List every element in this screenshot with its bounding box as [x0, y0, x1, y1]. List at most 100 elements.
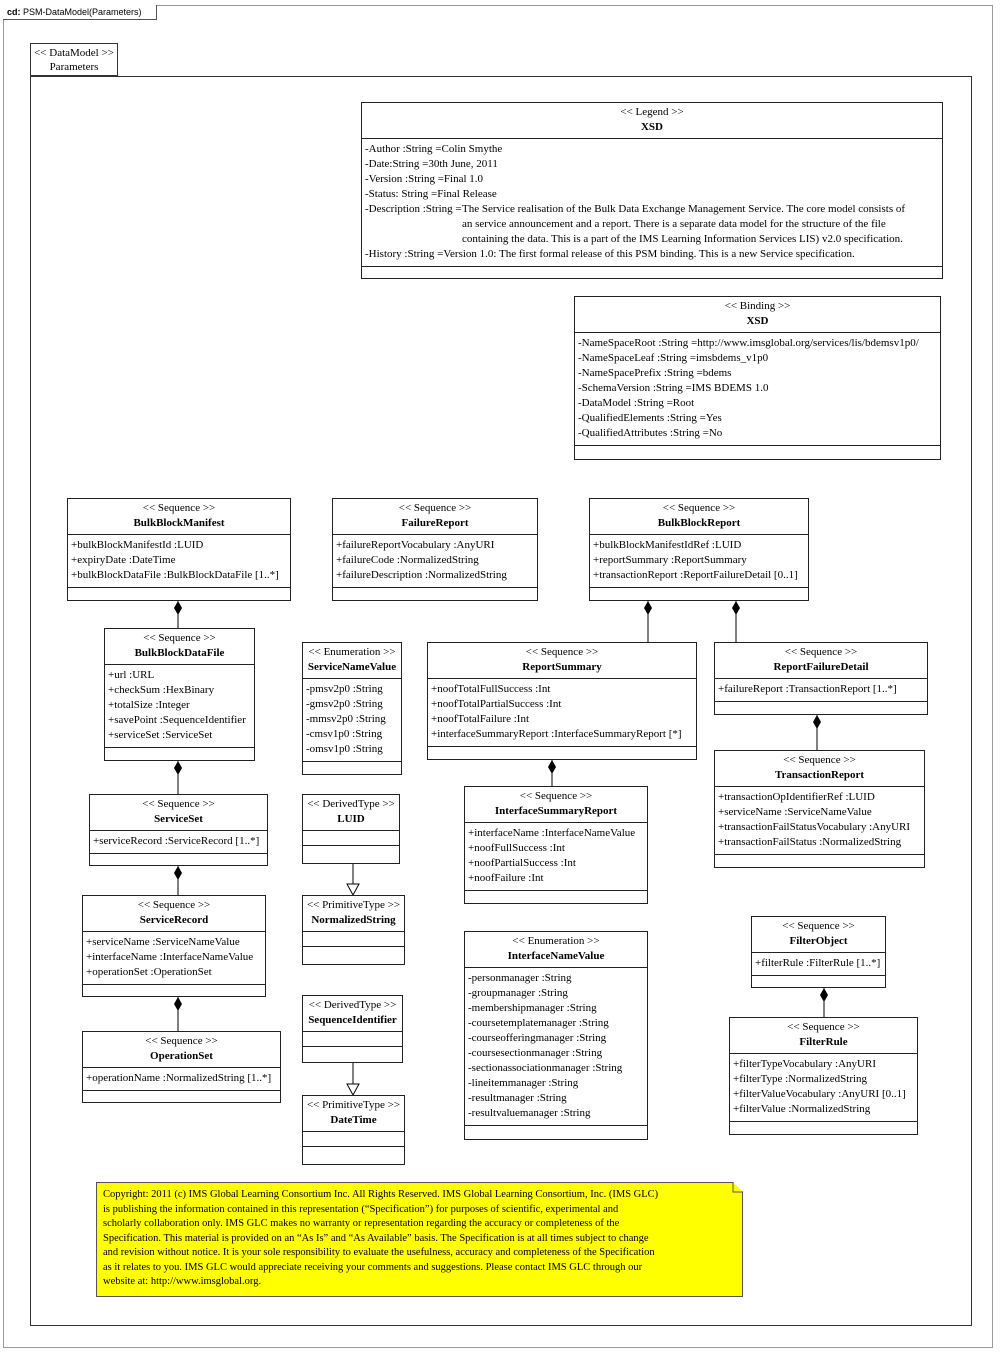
class-attributes: +url :URL+checkSum :HexBinary+totalSize … — [105, 665, 254, 748]
class-name: ReportSummary — [522, 661, 602, 673]
class-name: NormalizedString — [311, 914, 396, 926]
class-attribute: -omsv1p0 :String — [306, 743, 383, 755]
class-stereotype: << Sequence >> — [143, 632, 216, 644]
class-stereotype: << Sequence >> — [662, 502, 736, 514]
copyright-line: as it relates to you. IMS GLC would appr… — [103, 1261, 643, 1273]
class-attribute: +transactionFailStatus :NormalizedString — [718, 836, 902, 848]
class-attribute: -cmsv1p0 :String — [306, 728, 383, 740]
legend-history: -History :String =Version 1.0: The first… — [365, 248, 855, 260]
legend-description-line: The Service realisation of the Bulk Data… — [462, 203, 906, 215]
class-name: SequenceIdentifier — [308, 1014, 397, 1026]
class-attribute: +noofFullSuccess :Int — [468, 842, 565, 854]
package-stereotype: << DataModel >> — [34, 47, 114, 59]
class-date-time: << PrimitiveType >> DateTime — [302, 1095, 405, 1165]
class-attribute: +filterRule :FilterRule [1..*] — [755, 957, 881, 969]
class-stereotype: << Sequence >> — [398, 502, 472, 514]
class-header: << Sequence >>OperationSet — [83, 1032, 280, 1068]
copyright-line: Specification. This material is provided… — [103, 1232, 649, 1244]
class-header: << Sequence >>BulkBlockManifest — [68, 499, 290, 535]
class-header: << Sequence >>ServiceSet — [90, 795, 267, 831]
class-attribute: +noofPartialSuccess :Int — [468, 857, 576, 869]
composition-diamond — [174, 601, 182, 615]
class-attribute: +transactionOpIdentifierRef :LUID — [718, 791, 875, 803]
class-name: ServiceRecord — [139, 914, 209, 926]
binding-box: << Binding >> XSD -NameSpaceRoot :String… — [574, 296, 941, 460]
composition-diamond — [813, 715, 821, 729]
legend-description-line: an service announcement and a report. Th… — [462, 218, 886, 230]
class-attribute: +reportSummary :ReportSummary — [593, 554, 747, 566]
class-attribute: -pmsv2p0 :String — [306, 683, 383, 695]
class-stereotype: << PrimitiveType >> — [306, 1099, 401, 1111]
binding-attr: -NameSpaceRoot :String =http://www.imsgl… — [578, 337, 919, 349]
legend-header: << Legend >> XSD — [362, 103, 942, 139]
class-attributes: +serviceName :ServiceNameValue+interface… — [83, 932, 265, 985]
class-attribute: -coursesectionmanager :String — [468, 1047, 603, 1059]
class-attribute: -courseofferingmanager :String — [468, 1032, 607, 1044]
copyright-line: is publishing the information contained … — [103, 1203, 619, 1215]
class-header: << Enumeration >>ServiceNameValue — [303, 643, 401, 679]
binding-attr: -QualifiedAttributes :String =No — [578, 427, 723, 439]
class-name: ReportFailureDetail — [773, 661, 869, 673]
class-service-name-value: << Enumeration >>ServiceNameValue-pmsv2p… — [302, 642, 402, 775]
class-attribute: +filterValueVocabulary :AnyURI [0..1] — [733, 1088, 906, 1100]
class-attribute: +failureReport :TransactionReport [1..*] — [718, 683, 897, 695]
class-attributes-empty — [303, 932, 404, 947]
legend-attr: -Status: String =Final Release — [365, 188, 497, 200]
class-attribute: +operationSet :OperationSet — [86, 966, 212, 978]
class-filter-rule: << Sequence >> FilterRule +filterTypeVocab… — [729, 1017, 918, 1135]
binding-attr: -SchemaVersion :String =IMS BDEMS 1.0 — [578, 382, 769, 394]
class-stereotype: << Sequence >> — [787, 1021, 860, 1033]
copyright-line: website at: http://www.imsglobal.org. — [103, 1276, 262, 1287]
class-header: << Sequence >>InterfaceSummaryReport — [465, 787, 647, 823]
class-stereotype: << PrimitiveType >> — [306, 899, 401, 911]
class-stereotype: << Sequence >> — [137, 899, 211, 911]
class-attribute: +failureReportVocabulary :AnyURI — [336, 539, 495, 551]
binding-attr: -QualifiedElements :String =Yes — [578, 412, 722, 424]
class-header: << Sequence >> FilterRule — [730, 1018, 917, 1054]
class-attribute: +filterType :NormalizedString — [733, 1073, 868, 1085]
class-attributes: +serviceRecord :ServiceRecord [1..*] — [90, 831, 267, 854]
class-header: << Sequence >>FailureReport — [333, 499, 537, 535]
class-attribute: +url :URL — [108, 669, 155, 681]
class-header: << PrimitiveType >> NormalizedString — [303, 896, 404, 932]
class-name: DateTime — [330, 1114, 377, 1126]
class-attribute: -lineitemmanager :String — [468, 1077, 579, 1089]
class-stereotype: << DerivedType >> — [308, 999, 397, 1011]
class-attributes: +failureReport :TransactionReport [1..*] — [715, 679, 927, 702]
class-attributes: +filterTypeVocabulary :AnyURI+filterType… — [730, 1054, 917, 1122]
class-name: InterfaceSummaryReport — [494, 805, 618, 817]
composition-diamond — [174, 997, 182, 1011]
class-name: FilterRule — [799, 1036, 848, 1048]
class-attributes-empty — [303, 1032, 402, 1047]
class-stereotype: << Sequence >> — [145, 1035, 218, 1047]
class-header: << DerivedType >> SequenceIdentifier — [303, 996, 402, 1032]
class-filter-object: << Sequence >>FilterObject+filterRule :F… — [751, 916, 886, 988]
class-header: << PrimitiveType >> DateTime — [303, 1096, 404, 1132]
class-attribute: +totalSize :Integer — [108, 699, 190, 711]
class-attribute: +transactionReport :ReportFailureDetail … — [593, 569, 798, 581]
class-stereotype: << Sequence >> — [782, 920, 855, 932]
binding-name: XSD — [746, 315, 769, 327]
class-luid: << DerivedType >>LUID — [302, 794, 400, 864]
class-header: << Sequence >>ReportFailureDetail — [715, 643, 927, 679]
class-failure-report: << Sequence >>FailureReport +failureRepor… — [332, 498, 538, 601]
class-attribute: -groupmanager :String — [468, 987, 568, 999]
class-header: << Sequence >> ServiceRecord — [83, 896, 265, 932]
class-attribute: -membershipmanager :String — [468, 1002, 597, 1014]
composition-diamond — [548, 760, 556, 774]
class-attribute: +bulkBlockManifestIdRef :LUID — [593, 539, 742, 551]
copyright-line: and revision without notice. It is your … — [103, 1247, 655, 1258]
class-normalized-string: << PrimitiveType >> NormalizedString — [302, 895, 405, 965]
class-stereotype: << DerivedType >> — [307, 798, 395, 810]
class-stereotype: << Enumeration >> — [512, 935, 600, 947]
class-service-set: << Sequence >>ServiceSet+serviceRecord :… — [89, 794, 268, 866]
class-attribute: +serviceSet :ServiceSet — [108, 729, 213, 741]
class-attributes: -pmsv2p0 :String-gmsv2p0 :String-mmsv2p0… — [303, 679, 401, 762]
class-attributes: +noofTotalFullSuccess :Int+noofTotalPart… — [428, 679, 696, 747]
class-attribute: -resultvaluemanager :String — [468, 1107, 591, 1119]
copyright-line: Copyright: 2011 (c) IMS Global Learning … — [103, 1189, 659, 1200]
class-attribute: -mmsv2p0 :String — [306, 713, 386, 725]
class-attribute: +bulkBlockDataFile :BulkBlockDataFile [1… — [71, 569, 279, 581]
class-interface-summary-report: << Sequence >>InterfaceSummaryReport+int… — [464, 786, 648, 904]
class-attribute: +expiryDate :DateTime — [71, 554, 176, 566]
